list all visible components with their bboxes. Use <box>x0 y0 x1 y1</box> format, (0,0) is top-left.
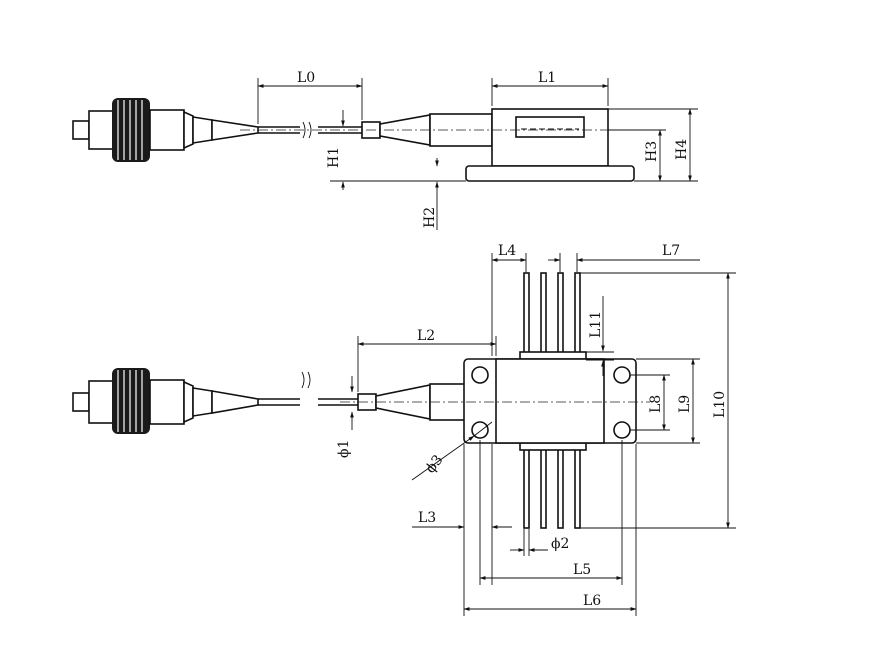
dim-L3: L3 <box>412 444 512 616</box>
connector-bottom <box>72 368 259 434</box>
dim-H3-H4: H3 H4 <box>608 108 698 182</box>
label-L2: L2 <box>417 328 435 344</box>
dim-L1: L1 <box>491 70 609 106</box>
dim-L6: L6 <box>463 444 637 616</box>
dim-L11: L11 <box>586 296 614 376</box>
dim-L10: L10 <box>580 272 736 529</box>
label-phi3: ϕ3 <box>423 452 447 476</box>
dim-L2: L2 <box>357 328 497 392</box>
side-view <box>72 98 640 182</box>
pins-bottom <box>519 441 587 529</box>
label-phi1: ϕ1 <box>336 440 352 458</box>
dim-L8-L9: L8 L9 <box>630 358 700 444</box>
label-L8: L8 <box>648 395 664 413</box>
dim-H2: H2 <box>422 158 439 230</box>
label-H3: H3 <box>644 141 660 162</box>
label-H1: H1 <box>326 147 342 168</box>
pins-top <box>519 272 587 361</box>
label-L4: L4 <box>498 243 516 259</box>
label-L6: L6 <box>583 593 601 609</box>
dim-L0: L0 <box>257 70 363 124</box>
plan-view <box>72 272 650 529</box>
label-L0: L0 <box>297 70 315 86</box>
label-L3: L3 <box>418 510 436 526</box>
dim-L7: L7 <box>548 243 700 272</box>
label-L1: L1 <box>538 70 556 86</box>
dim-H1: H1 <box>326 110 466 190</box>
label-phi2: ϕ2 <box>551 536 569 552</box>
label-L7: L7 <box>662 243 680 259</box>
label-H4: H4 <box>674 139 690 160</box>
label-L9: L9 <box>677 395 693 413</box>
label-L11: L11 <box>588 311 604 338</box>
dim-phi2: ϕ2 <box>510 529 569 556</box>
connector-top <box>72 98 259 162</box>
label-H2: H2 <box>422 207 438 228</box>
dim-L4: L4 <box>491 243 527 356</box>
dim-phi1: ϕ1 <box>336 376 354 458</box>
dim-L5: L5 <box>479 440 623 585</box>
label-L5: L5 <box>573 562 591 578</box>
label-L10: L10 <box>712 391 728 418</box>
